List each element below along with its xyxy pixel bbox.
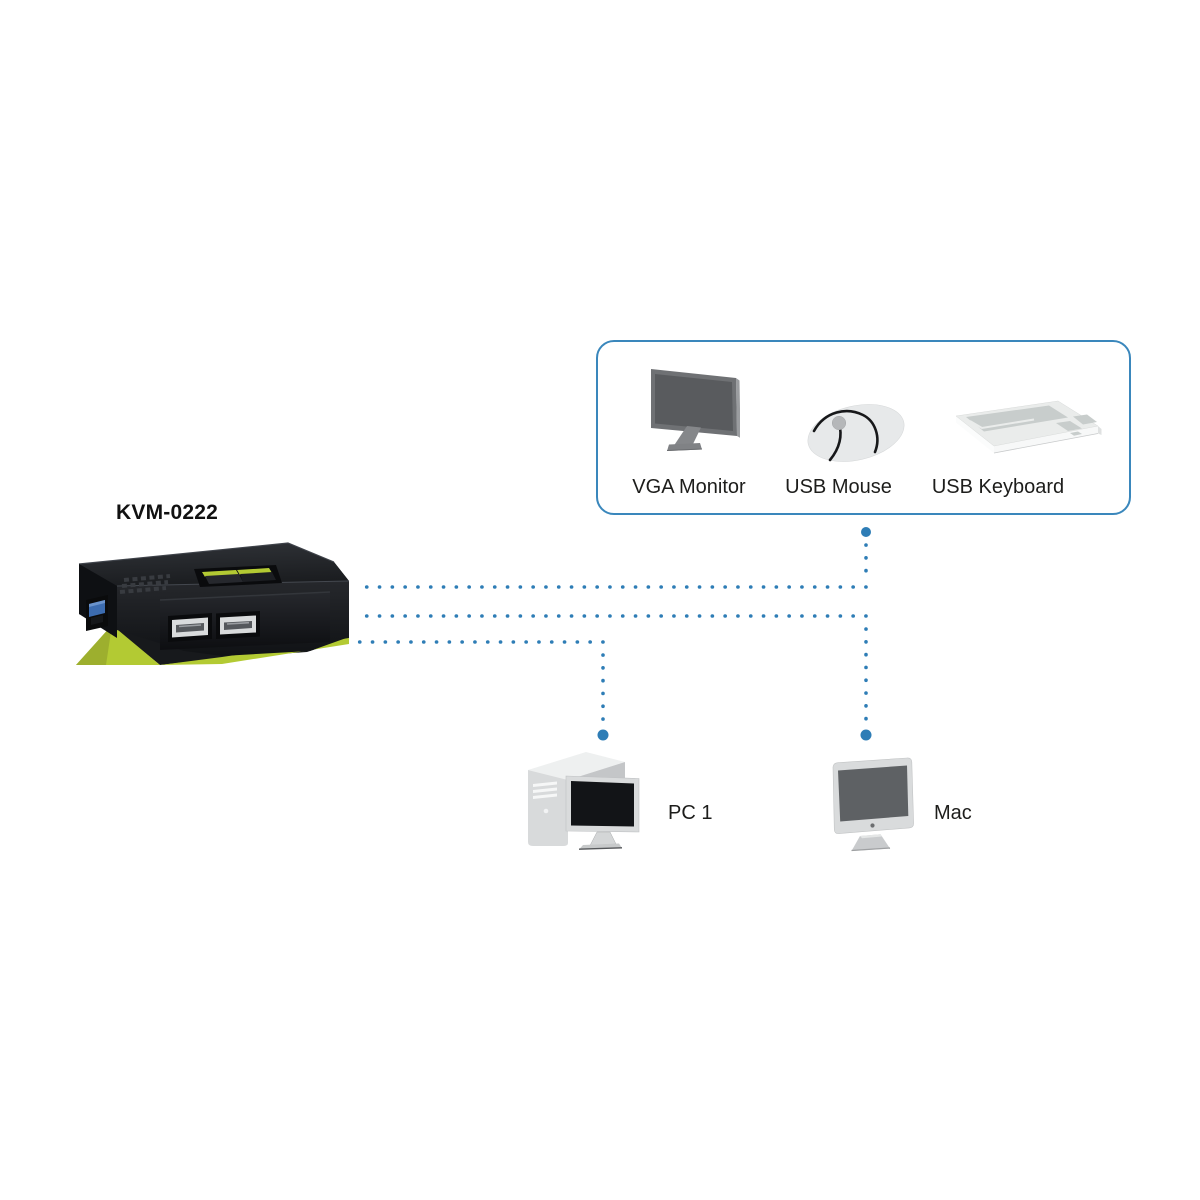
peripheral-item-vga-monitor: VGA Monitor xyxy=(608,342,770,512)
kvm-green-wedge-shade xyxy=(76,625,112,665)
imac-icon xyxy=(832,757,914,852)
vga-monitor-icon xyxy=(651,369,740,451)
kvm-usb-port-2 xyxy=(216,611,260,639)
peripheral-item-usb-mouse: USB Mouse xyxy=(776,342,905,512)
mac-endpoint-dot xyxy=(860,729,872,741)
usb-keyboard-icon xyxy=(955,400,1102,454)
pc-label: PC 1 xyxy=(668,802,713,824)
kvm-select-switch xyxy=(194,565,282,587)
kvm-top-face xyxy=(79,543,349,586)
pc-tower-monitor-icon xyxy=(528,752,640,850)
peripheral-label: USB Keyboard xyxy=(931,476,1065,498)
box-endpoint-dot xyxy=(861,527,871,537)
kvm-device-label: KVM-0222 xyxy=(116,501,218,524)
kvm-usb-port-1 xyxy=(168,613,212,642)
apple-logo-icon xyxy=(870,823,875,828)
kvm-vent-pattern xyxy=(119,574,171,594)
pc-endpoint-dot xyxy=(597,729,609,741)
kvm-switch-illustration xyxy=(76,542,350,665)
peripheral-label: VGA Monitor xyxy=(632,476,746,498)
mac-label: Mac xyxy=(934,802,972,824)
peripheral-item-usb-keyboard: USB Keyboard xyxy=(908,342,1102,512)
usb-mouse-icon xyxy=(807,404,905,462)
peripheral-label: USB Mouse xyxy=(785,476,892,498)
peripherals-box: VGA Monitor USB Mouse xyxy=(596,340,1131,515)
kvm-vga-port xyxy=(86,595,108,631)
